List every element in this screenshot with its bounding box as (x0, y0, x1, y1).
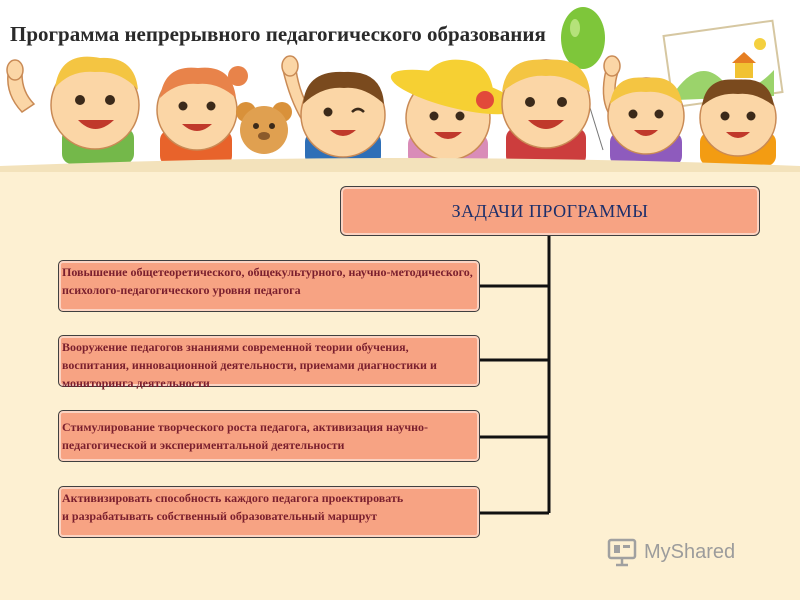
task-box-4: Активизировать способность каждого педаг… (58, 486, 480, 538)
child-7 (699, 79, 777, 166)
child-4 (390, 59, 520, 166)
tasks-header-box: ЗАДАЧИ ПРОГРАММЫ (340, 186, 760, 236)
task-text-4: Активизировать способность каждого педаг… (62, 491, 404, 523)
task-text-3: Стимулирование творческого роста педагог… (62, 420, 429, 452)
task-box-3: Стимулирование творческого роста педагог… (58, 410, 480, 462)
page-title: Программа непрерывного педагогического о… (10, 22, 546, 46)
children-illustration (0, 7, 800, 172)
child-3 (300, 71, 386, 166)
watermark-text: MyShared (644, 540, 736, 563)
task-box-1: Повышение общетеоретического, общекульту… (58, 260, 480, 312)
child-5 (501, 59, 591, 166)
child-1 (50, 56, 140, 164)
presentation-icon (607, 538, 637, 567)
task-box-2: Вооружение педагогов знаниями современно… (58, 335, 480, 390)
task-text-2: Вооружение педагогов знаниями современно… (62, 340, 437, 390)
task-text-1: Повышение общетеоретического, общекульту… (62, 265, 473, 297)
child-2 (156, 66, 248, 166)
teddy-bear-icon (236, 102, 292, 154)
tasks-header-text: ЗАДАЧИ ПРОГРАММЫ (451, 200, 649, 221)
ground-strip (0, 158, 800, 172)
child-6 (607, 77, 685, 166)
watermark: MyShared (606, 536, 735, 568)
